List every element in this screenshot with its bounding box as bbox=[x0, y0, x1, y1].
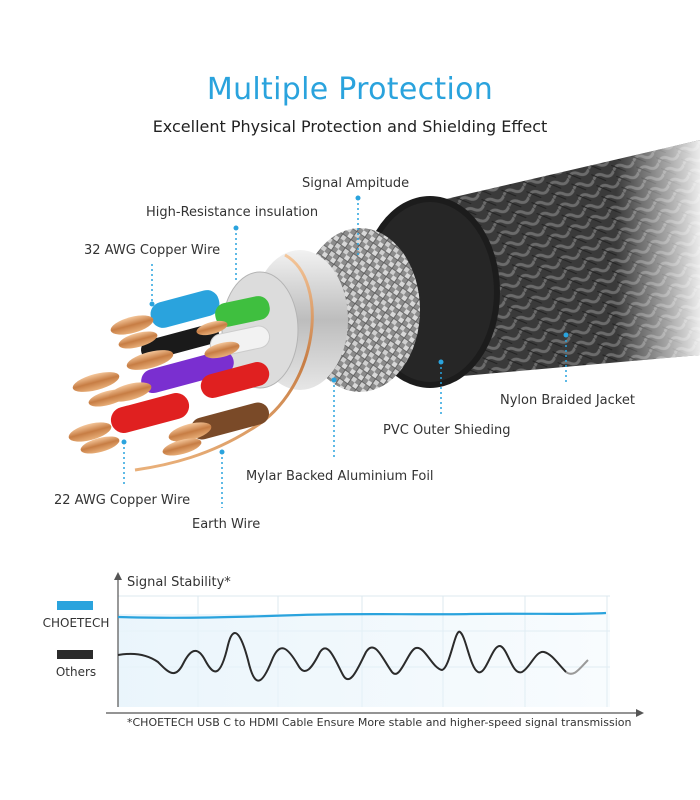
label-nylon-braided-jacket: Nylon Braided Jacket bbox=[500, 393, 635, 408]
label-high-resistance-insulation: High-Resistance insulation bbox=[146, 205, 319, 220]
label-22awg-copper-wire: 22 AWG Copper Wire bbox=[54, 493, 191, 508]
label-32awg-copper-wire: 32 AWG Copper Wire bbox=[84, 243, 221, 258]
signal-stability-chart bbox=[106, 572, 644, 717]
leader-lines bbox=[123, 198, 567, 508]
label-signal-amplitude: Signal Ampitude bbox=[302, 176, 410, 191]
label-mylar-foil: Mylar Backed Aluminium Foil bbox=[246, 469, 434, 484]
legend-swatch-choetech bbox=[57, 601, 93, 610]
chart-footnote: *CHOETECH USB C to HDMI Cable Ensure Mor… bbox=[127, 716, 632, 729]
legend-swatch-others bbox=[57, 650, 93, 659]
label-pvc-outer-shielding: PVC Outer Shieding bbox=[383, 423, 511, 438]
series-others bbox=[117, 630, 567, 682]
inner-wires bbox=[110, 290, 271, 440]
legend-label-others: Others bbox=[55, 665, 97, 679]
legend-label-choetech: CHOETECH bbox=[42, 616, 110, 630]
cable-illustration bbox=[68, 140, 700, 508]
series-choetech bbox=[117, 611, 607, 619]
page-title: Multiple Protection bbox=[206, 72, 494, 107]
page-subtitle: Excellent Physical Protection and Shield… bbox=[152, 117, 548, 136]
label-earth-wire: Earth Wire bbox=[192, 517, 261, 532]
chart-title: Signal Stability* bbox=[127, 575, 231, 590]
copper-strands bbox=[68, 315, 240, 456]
